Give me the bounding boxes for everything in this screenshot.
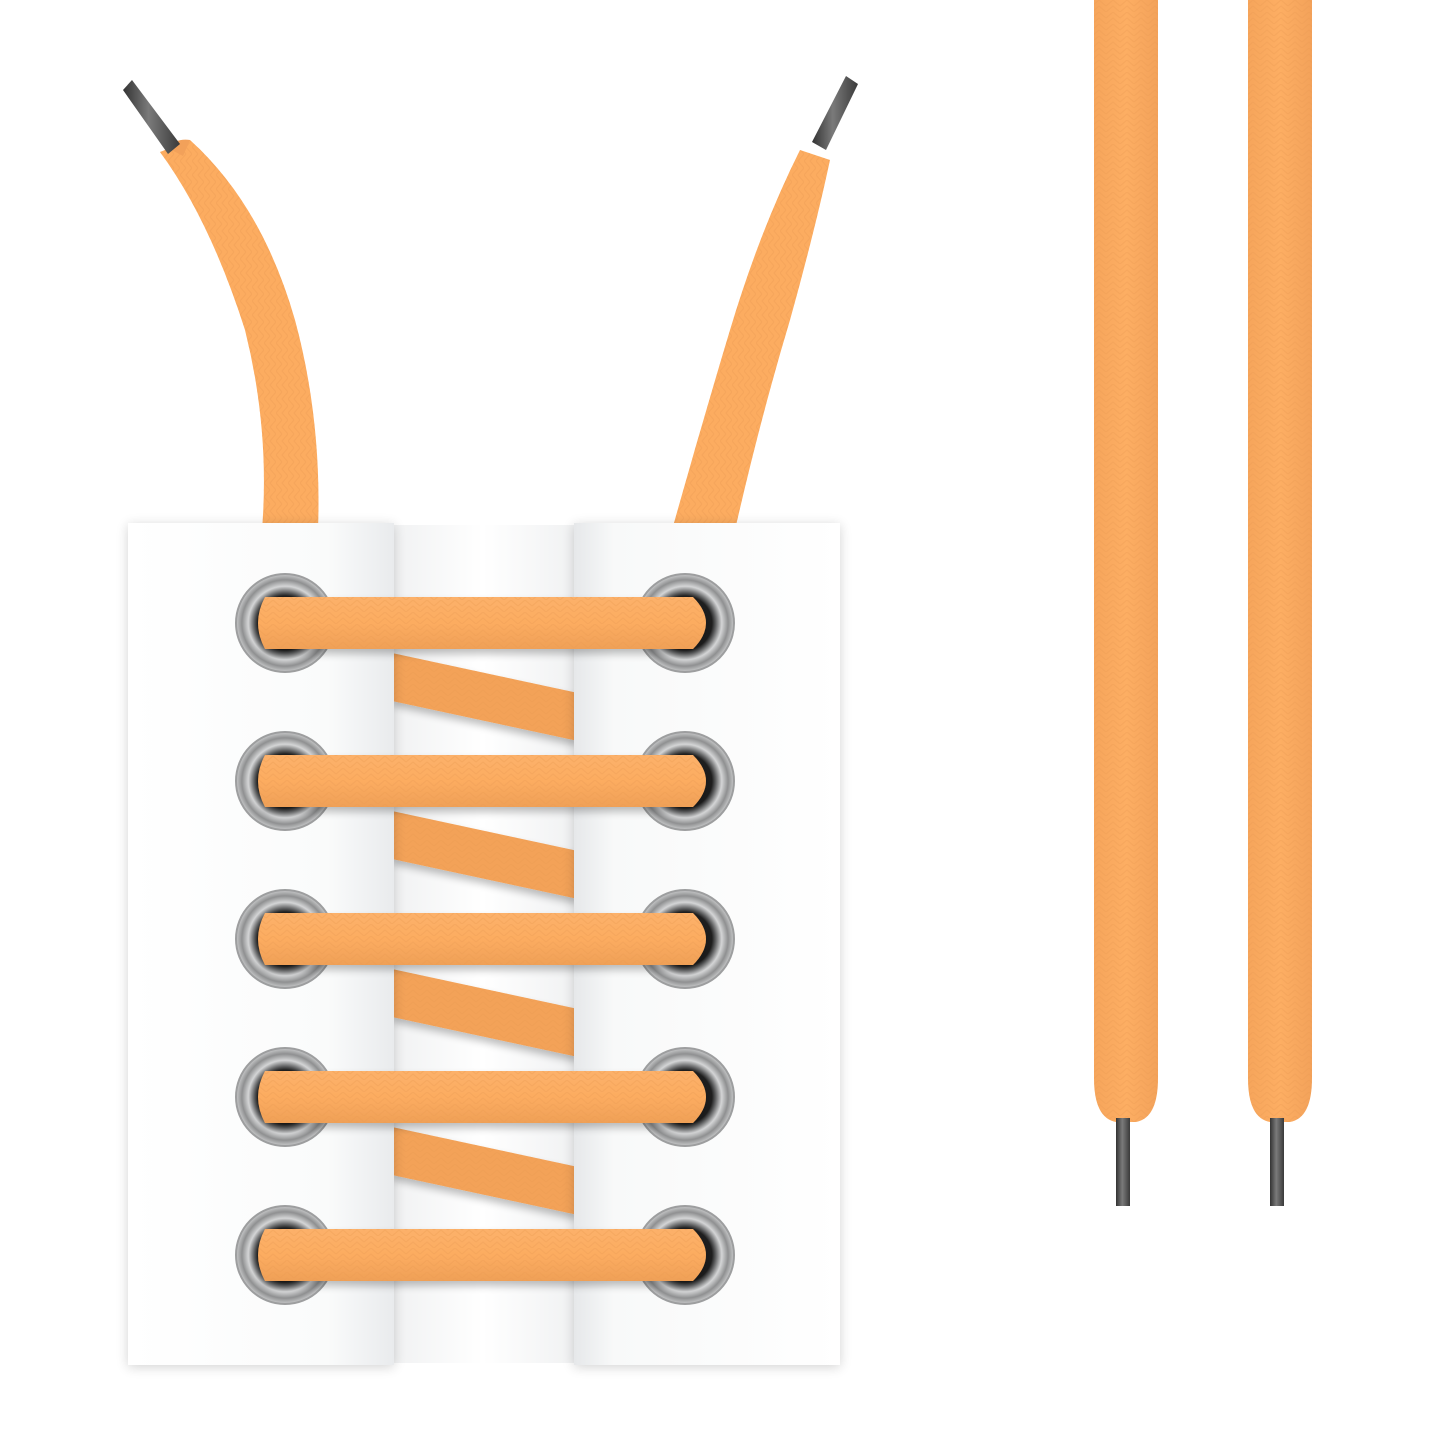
aglet-icon — [1270, 1118, 1284, 1206]
upper-lace-ends — [123, 76, 858, 530]
lace-diagonal — [392, 811, 578, 899]
lace-diagonal — [392, 969, 578, 1057]
aglet-icon — [1116, 1118, 1130, 1206]
lace-bar — [258, 1229, 706, 1281]
diagonal-lace-segments — [392, 653, 578, 1215]
loose-laces — [1094, 0, 1312, 1206]
lace-bar — [258, 913, 706, 965]
lace-bar — [258, 1071, 706, 1123]
aglet-icon — [812, 76, 858, 150]
loose-lace-left — [1094, 0, 1158, 1206]
lace-diagonal — [392, 653, 578, 741]
loose-lace-right — [1248, 0, 1312, 1206]
horizontal-lace-bars — [258, 597, 706, 1281]
lace-diagonal — [392, 1127, 578, 1215]
lace-bar — [258, 597, 706, 649]
lace-bar — [258, 755, 706, 807]
aglet-icon — [123, 80, 180, 154]
